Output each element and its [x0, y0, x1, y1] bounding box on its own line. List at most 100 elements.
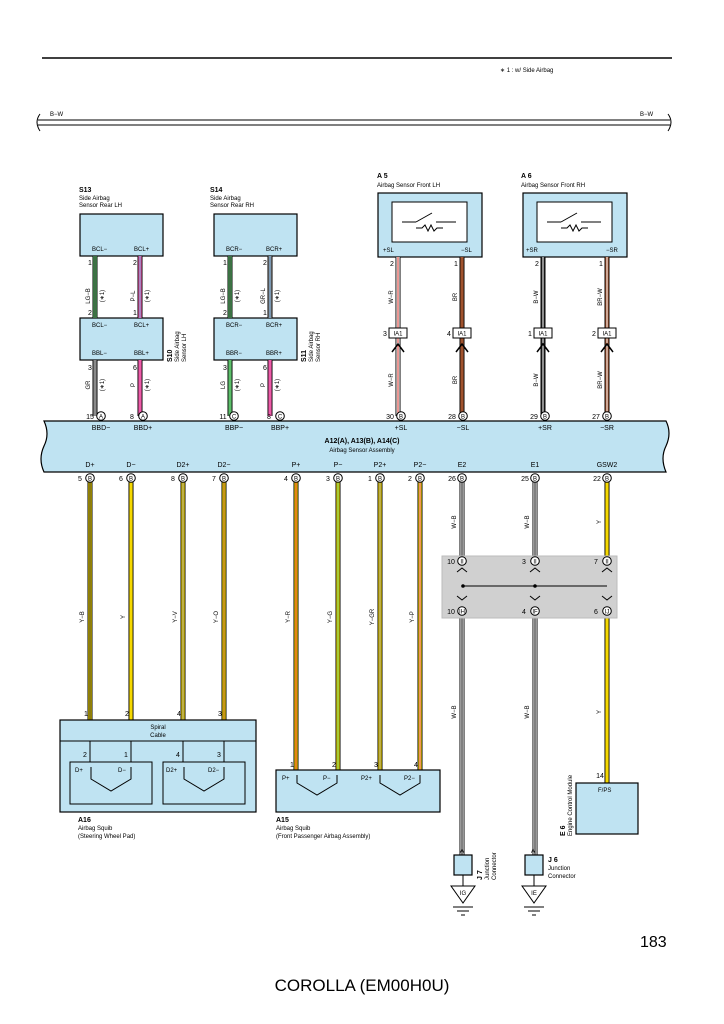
- wire-front-low-label-0: W−R: [389, 373, 395, 387]
- wire-ground-top-label-0: W−B: [452, 515, 458, 528]
- svg-text:BCL−: BCL−: [92, 323, 108, 329]
- assy-top-conn-2: [229, 411, 239, 421]
- jc-top-conn-1: [530, 556, 540, 566]
- svg-text:Airbag Sensor Assembly: Airbag Sensor Assembly: [329, 448, 394, 454]
- assy-bot-conn-10-letter: B: [605, 476, 609, 482]
- assy-top-label-6: +SR: [538, 425, 552, 432]
- jc-top-conn-0: [457, 556, 467, 566]
- assy-bot-conn-2-letter: B: [181, 476, 185, 482]
- svg-text:IE: IE: [531, 891, 537, 897]
- assy-bot-conn-1: [126, 473, 136, 483]
- assy-top-label-5: −SL: [457, 425, 470, 432]
- assy-top-conn-5-letter: B: [461, 414, 465, 420]
- svg-text:BCR+: BCR+: [266, 247, 283, 253]
- svg-text:P−: P−: [323, 776, 331, 782]
- jc-top-arrow-0: [456, 567, 468, 573]
- jc-top-pin-0: 10: [447, 559, 455, 566]
- wire-squib-label-1: Y: [121, 615, 127, 619]
- assy-bot-label-5: P−: [334, 462, 343, 469]
- assy-bot-pin-2: 8: [171, 476, 175, 483]
- assy-bot-pin-5: 3: [326, 476, 330, 483]
- e6-engine-control-module: F/PS E 6 Engine Control Module: [560, 774, 639, 836]
- svg-text:Side Airbag: Side Airbag: [210, 196, 241, 202]
- a15-pin-3: 4: [414, 762, 418, 769]
- a6-airbag-sensor-front-rh: A 6 Airbag Sensor Front RH +SR −SR: [521, 173, 628, 258]
- svg-text:Spiral: Spiral: [150, 725, 165, 731]
- svg-text:S10: S10: [167, 349, 174, 362]
- side-pin-bot-3: 6: [263, 365, 267, 372]
- wire-lower-note-2: (∗1): [235, 379, 241, 391]
- ia1-pin-0: 3: [383, 331, 387, 338]
- assy-bot-pin-3: 7: [212, 476, 216, 483]
- ia1-arrow-2: [536, 342, 550, 353]
- a16-pin-2: 4: [177, 711, 181, 718]
- assy-top-conn-2-letter: C: [232, 414, 237, 420]
- ground-ig: IG: [450, 875, 476, 916]
- wire-upper-note-3: (∗1): [275, 290, 281, 302]
- assy-bot-conn-3: [219, 473, 229, 483]
- jc-top-pin-1: 3: [522, 559, 526, 566]
- airbag-sensor-assembly: A12(A), A13(B), A14(C) Airbag Sensor Ass…: [40, 420, 670, 473]
- a15-airbag-squib-passenger: P+ P− P2+ P2− A15 Airbag Squib (Front Pa…: [275, 769, 441, 840]
- svg-text:BBR+: BBR+: [266, 351, 282, 357]
- assy-bot-conn-9-letter: B: [533, 476, 537, 482]
- wire-lower-note-1: (∗1): [145, 379, 151, 391]
- s11-side-airbag-sensor-rh: BCR− BCR+ BBR− BBR+ S11 Side Airbag Sens…: [213, 317, 322, 362]
- assy-top-conn-4: [396, 411, 406, 421]
- jc-bot-conn-1: [530, 606, 540, 616]
- assy-top-label-7: −SR: [600, 425, 614, 432]
- svg-text:D+: D+: [75, 768, 83, 774]
- wire-squib-label-5: Y−G: [328, 611, 334, 624]
- s14-side-airbag-sensor-rear-rh: S14 Side Airbag Sensor Rear RH BCR− BCR+: [210, 187, 298, 257]
- bw-bus: B−W B−W: [36, 112, 672, 132]
- assy-top-conn-6-letter: B: [543, 414, 547, 420]
- assy-top-pin-1: 8: [130, 414, 134, 421]
- assy-bot-conn-6: [375, 473, 385, 483]
- assy-bot-label-10: GSW2: [597, 462, 618, 469]
- jc-bot-arrow-1: [529, 595, 541, 601]
- assy-bot-label-6: P2+: [374, 462, 387, 469]
- wires-layer: [87, 256, 610, 855]
- footer-model: COROLLA (EM00H0U): [274, 976, 450, 995]
- wire-squib-label-3: Y−O: [214, 611, 220, 624]
- assy-bot-conn-5-letter: B: [336, 476, 340, 482]
- assy-bot-label-8: E2: [458, 462, 467, 469]
- connector-ia1-3: [597, 327, 617, 339]
- assy-bot-conn-9: [530, 473, 540, 483]
- svg-text:Sensor Rear RH: Sensor Rear RH: [210, 203, 254, 209]
- j7-junction-connector: A J 7 Junction Connector: [453, 849, 498, 880]
- assy-bot-pin-4: 4: [284, 476, 288, 483]
- assy-bot-conn-6-letter: B: [378, 476, 382, 482]
- svg-text:Airbag Sensor Front LH: Airbag Sensor Front LH: [377, 183, 440, 189]
- svg-text:BCL+: BCL+: [134, 323, 150, 329]
- svg-text:S13: S13: [79, 187, 92, 194]
- assy-top-pin-2: 11: [219, 414, 226, 421]
- side-pin-top-2: 1: [223, 260, 227, 267]
- front-sensor-pin-2: 2: [535, 261, 539, 268]
- a16-pin-1: 2: [125, 711, 129, 718]
- jc-bot-conn-2-letter: IJ: [605, 609, 610, 615]
- svg-text:BCR−: BCR−: [226, 247, 243, 253]
- assy-bot-pin-8: 26: [448, 476, 456, 483]
- a15-pin-2: 3: [374, 762, 378, 769]
- svg-text:B−W: B−W: [640, 112, 654, 118]
- wire-lower-label-0: GR: [86, 380, 92, 390]
- wire-front-up-label-0: W−R: [389, 290, 395, 304]
- svg-text:P+: P+: [282, 776, 290, 782]
- connector-ia1-0-label: IA1: [393, 331, 403, 337]
- svg-text:Sensor LH: Sensor LH: [182, 334, 188, 362]
- page-number: 183: [640, 934, 667, 951]
- wire-lower-note-3: (∗1): [275, 379, 281, 391]
- assy-bot-conn-8-letter: B: [460, 476, 464, 482]
- wire-front-low-label-3: BR−W: [598, 371, 604, 389]
- svg-text:Engine Control Module: Engine Control Module: [568, 774, 574, 836]
- jc-bot-pin-1: 4: [522, 609, 526, 616]
- svg-text:Side Airbag: Side Airbag: [309, 331, 315, 362]
- wire-front-up-label-3: BR−W: [598, 288, 604, 306]
- side-pin-mid-0: 2: [88, 310, 92, 317]
- wire-lower-label-3: P: [261, 383, 267, 387]
- assy-top-conn-1: [138, 411, 148, 421]
- jc-top-conn-1-letter: II: [533, 559, 537, 565]
- jc-bot-arrow-2: [601, 595, 613, 601]
